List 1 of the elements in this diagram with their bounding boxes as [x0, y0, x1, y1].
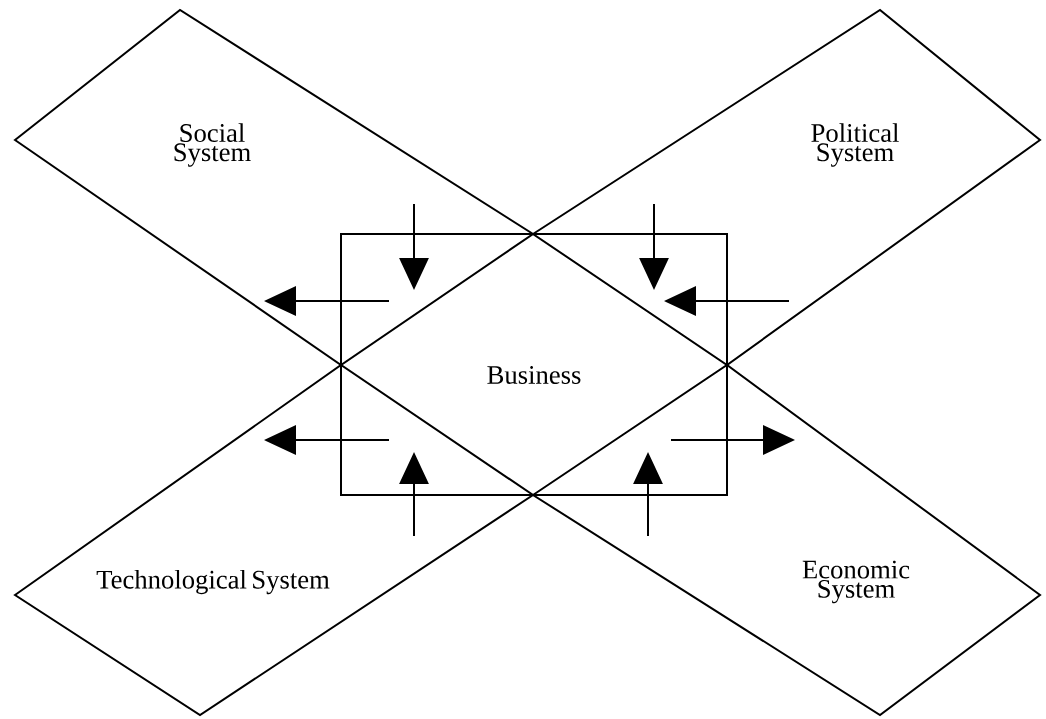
business-box: Business: [340, 233, 728, 496]
